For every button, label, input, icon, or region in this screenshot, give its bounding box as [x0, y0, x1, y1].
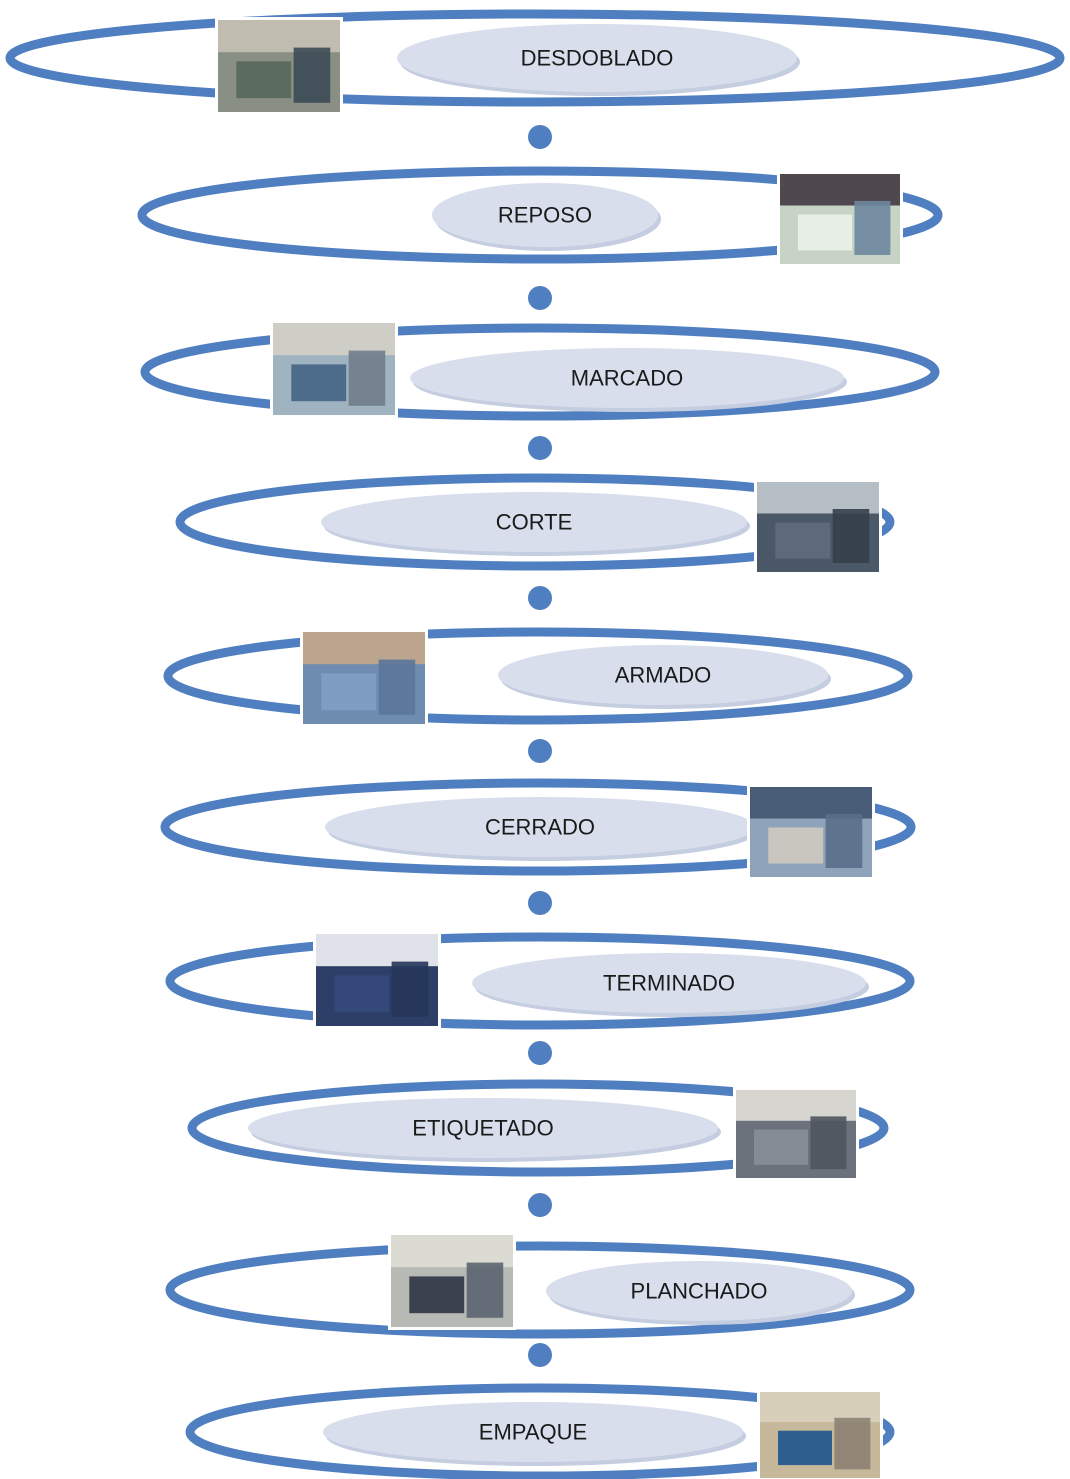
- process-ring-3: [140, 323, 940, 421]
- photo-upper: [316, 934, 438, 967]
- seamstress-photo: [777, 171, 903, 267]
- step-pill-1: [397, 24, 797, 92]
- process-ring-4: [175, 473, 895, 571]
- photo-detail: [832, 509, 870, 563]
- photo-upper: [303, 632, 425, 665]
- step-pill-5: [498, 645, 828, 705]
- step-label-3: MARCADO: [571, 366, 683, 391]
- photo-detail: [466, 1262, 504, 1318]
- step-pill-4: [321, 492, 747, 552]
- photo-detail: [378, 659, 416, 715]
- connector-dot-3: [528, 436, 552, 460]
- photo-subject: [334, 975, 390, 1013]
- pill-layer: [248, 24, 869, 1466]
- process-ring-2: [137, 166, 943, 264]
- step-pill-3: [410, 348, 844, 408]
- photo-detail: [348, 350, 386, 406]
- step-label-10: EMPAQUE: [479, 1420, 587, 1445]
- step-label-6: CERRADO: [485, 815, 595, 840]
- photo-detail: [854, 201, 891, 255]
- photo-detail: [810, 1116, 847, 1170]
- photo-subject: [236, 61, 292, 99]
- photo-upper: [218, 20, 340, 53]
- process-ring-10: [185, 1383, 895, 1479]
- finished-jeans-photo: [313, 931, 441, 1029]
- photo-detail: [825, 814, 863, 868]
- cutting-denim-photo: [754, 479, 882, 575]
- connector-dot-4: [528, 586, 552, 610]
- photo-subject: [291, 364, 347, 402]
- process-ring-8: [187, 1079, 889, 1177]
- step-label-5: ARMADO: [615, 663, 712, 688]
- step-label-8: ETIQUETADO: [412, 1116, 553, 1141]
- step-pill-8: [248, 1098, 718, 1158]
- connector-dot-6: [528, 891, 552, 915]
- photo-subject: [798, 214, 852, 251]
- step-label-2: REPOSO: [498, 203, 592, 228]
- workers-table-photo: [270, 320, 398, 418]
- step-pill-7: [472, 953, 866, 1013]
- connector-dot-7: [528, 1041, 552, 1065]
- photo-upper: [757, 482, 879, 514]
- photo-detail: [293, 47, 331, 103]
- photo-subject: [768, 827, 824, 864]
- ironing-photo: [388, 1232, 516, 1330]
- connector-dot-2: [528, 286, 552, 310]
- connector-dots: [528, 125, 552, 1367]
- photo-upper: [736, 1090, 856, 1121]
- photo-subject: [321, 673, 377, 711]
- photo-upper: [780, 174, 900, 206]
- step-pill-6: [325, 797, 755, 857]
- step-label-9: PLANCHADO: [631, 1279, 768, 1304]
- photo-subject: [775, 522, 831, 559]
- label-tag-photo: [733, 1087, 859, 1181]
- step-label-1: DESDOBLADO: [521, 46, 674, 71]
- process-ring-1: [5, 9, 1065, 107]
- photo-subject: [754, 1129, 808, 1165]
- step-pill-9: [546, 1261, 852, 1321]
- photo-subject: [778, 1430, 832, 1466]
- step-label-4: CORTE: [496, 510, 573, 535]
- photo-upper: [760, 1392, 880, 1423]
- photo-upper: [273, 323, 395, 356]
- process-ring-7: [165, 932, 915, 1030]
- photo-detail: [391, 961, 429, 1017]
- process-ring-5: [163, 627, 913, 725]
- photo-upper: [391, 1235, 513, 1268]
- label-layer: DESDOBLADO REPOSO MARCADO CORTE ARMADO CERRAD…: [412, 46, 767, 1445]
- step-pill-2: [432, 183, 658, 247]
- sewing-line-photo: [747, 784, 875, 880]
- connector-dot-1: [528, 125, 552, 149]
- photo-upper: [750, 787, 872, 819]
- photo-subject: [409, 1276, 465, 1314]
- connector-dot-5: [528, 739, 552, 763]
- sewing-floor-photo: [215, 17, 343, 115]
- step-pill-10: [323, 1402, 743, 1462]
- photo-layer: [215, 17, 903, 1479]
- ring-layer: [5, 9, 1065, 1479]
- process-ring-6: [160, 778, 916, 876]
- process-ring-9: [165, 1241, 915, 1339]
- denim-assembly-photo: [300, 629, 428, 727]
- connector-dot-8: [528, 1193, 552, 1217]
- packing-boxes-photo: [757, 1389, 883, 1479]
- connector-dot-9: [528, 1343, 552, 1367]
- step-label-7: TERMINADO: [603, 971, 735, 996]
- photo-detail: [834, 1417, 871, 1470]
